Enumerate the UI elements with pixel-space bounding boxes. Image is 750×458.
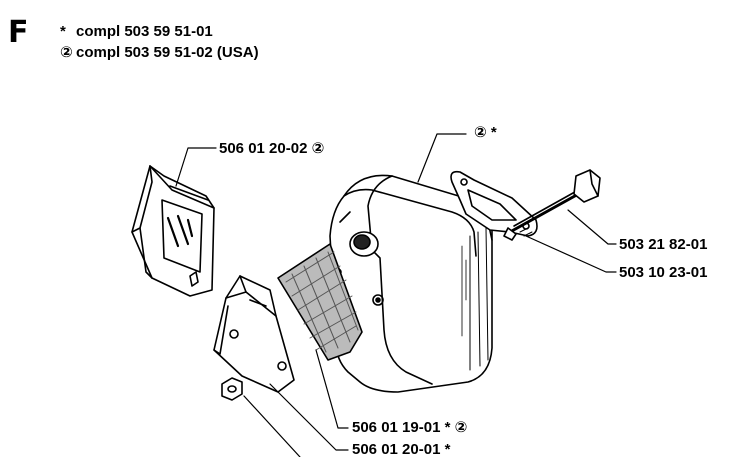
legend-text: compl 503 59 51-02 (USA) xyxy=(76,44,259,61)
callout-lower-cover: 506 01 20-01 * xyxy=(352,441,451,458)
legend-text: compl 503 59 51-01 xyxy=(76,23,213,40)
bolt-part xyxy=(503,169,601,241)
callout-bolt: 503 21 82-01 xyxy=(619,236,708,253)
legend-line-1: * compl 503 59 51-01 xyxy=(60,24,213,39)
spark-arrestor-cover-part xyxy=(131,165,215,297)
callout-screen: 506 01 19-01 * ② xyxy=(352,419,468,436)
callout-top-marks: ② * xyxy=(474,124,497,141)
nut-part xyxy=(221,377,243,401)
leader-lines xyxy=(175,133,617,457)
callout-washer: 503 10 23-01 xyxy=(619,264,708,281)
legend-symbol: ② xyxy=(60,44,73,61)
screen-part xyxy=(277,243,363,361)
legend-symbol: * xyxy=(60,23,66,40)
section-letter: F xyxy=(8,15,29,50)
lower-cover-part xyxy=(213,275,295,393)
callout-spark-arrestor-cover: 506 01 20-02 ② xyxy=(219,140,325,157)
